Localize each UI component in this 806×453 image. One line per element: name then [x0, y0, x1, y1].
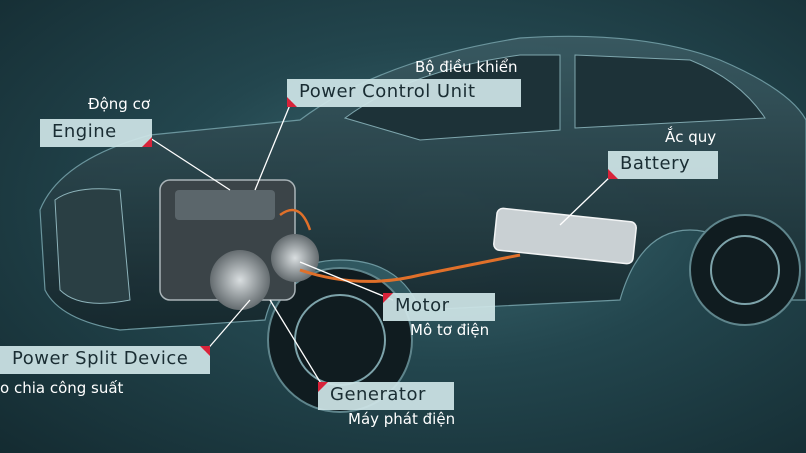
motor-vi-label: Mô tơ điện: [410, 321, 490, 339]
engine-label: Engine: [40, 119, 152, 147]
battery-label-text: Battery: [620, 153, 691, 174]
car-window-rear: [574, 54, 766, 129]
generator-label: Generator: [318, 382, 454, 410]
generator-marker-icon: [318, 382, 328, 392]
generator-label-text: Generator: [330, 384, 426, 405]
rear-wheel: [689, 214, 801, 326]
engine-marker-icon: [142, 137, 152, 147]
motor-label-text: Motor: [395, 295, 450, 316]
psd-label: Power Split Device: [0, 346, 210, 374]
battery-label: Battery: [608, 151, 718, 179]
psd-vi-label: o chia công suất: [0, 379, 124, 397]
engine-vi-label: Động cơ: [88, 95, 151, 113]
power-cable-2: [279, 208, 312, 231]
pcu-marker-icon: [287, 97, 297, 107]
battery-marker-icon: [608, 169, 618, 179]
engine-label-text: Engine: [52, 121, 117, 142]
motor-marker-icon: [383, 293, 393, 303]
psd-marker-icon: [200, 346, 210, 356]
pcu-label-text: Power Control Unit: [299, 81, 476, 102]
pcu-vi-label: Bộ điều khiển: [415, 58, 518, 76]
battery-pack: [493, 207, 637, 265]
pcu-label: Power Control Unit: [287, 79, 521, 107]
generator-vi-label: Máy phát điện: [348, 410, 456, 428]
power-cable: [299, 253, 521, 283]
battery-vi-label: Ắc quy: [665, 128, 717, 146]
psd-label-text: Power Split Device: [12, 348, 189, 369]
motor-label: Motor: [383, 293, 495, 321]
engine-block: [159, 179, 319, 310]
car-grille: [54, 188, 131, 304]
